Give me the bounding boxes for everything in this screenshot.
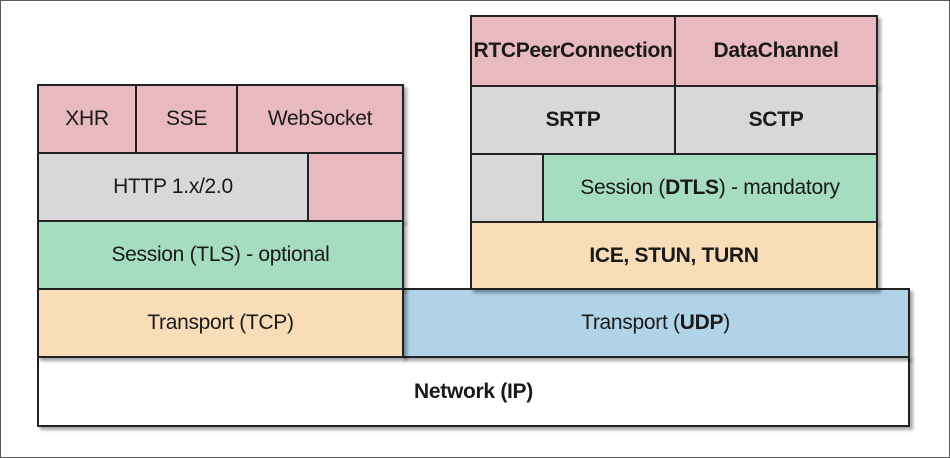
ice-stun-turn-block: ICE, STUN, TURN [470, 221, 878, 290]
sse-label: SSE [165, 107, 208, 130]
transport-tcp-label: Transport (TCP) [147, 311, 294, 334]
srtp-label: SRTP [545, 108, 601, 131]
websocket-block: WebSocket [236, 84, 404, 154]
rtcpeerconnection-label: RTCPeerConnection [473, 39, 673, 62]
datachannel-label: DataChannel [713, 39, 839, 62]
websocket-label: WebSocket [267, 107, 373, 130]
transport-tcp-block: Transport (TCP) [37, 288, 404, 358]
sctp-block: SCTP [674, 85, 878, 155]
xhr-label: XHR [65, 107, 109, 130]
http-label: HTTP 1.x/2.0 [113, 175, 233, 198]
srtp-block: SRTP [470, 85, 676, 155]
datachannel-block: DataChannel [674, 15, 878, 87]
session-dtls-block: Session (DTLS) - mandatory [542, 153, 878, 223]
http-block: HTTP 1.x/2.0 [37, 152, 309, 222]
sse-block: SSE [135, 84, 238, 154]
session-tls-label: Session (TLS) - optional [111, 243, 330, 266]
session-dtls-label: Session (DTLS) - mandatory [580, 176, 840, 199]
network-ip-layer: Network (IP) [37, 356, 910, 427]
sctp-label: SCTP [748, 108, 804, 131]
session-tls-block: Session (TLS) - optional [37, 220, 404, 290]
rtcpeerconnection-block: RTCPeerConnection [470, 15, 676, 87]
network-label: Network (IP) [414, 379, 533, 403]
xhr-block: XHR [37, 84, 137, 154]
transport-udp-label: Transport (UDP) [581, 311, 730, 334]
ice-stun-turn-label: ICE, STUN, TURN [589, 243, 759, 267]
transport-udp-layer: Transport (UDP) [401, 288, 910, 358]
